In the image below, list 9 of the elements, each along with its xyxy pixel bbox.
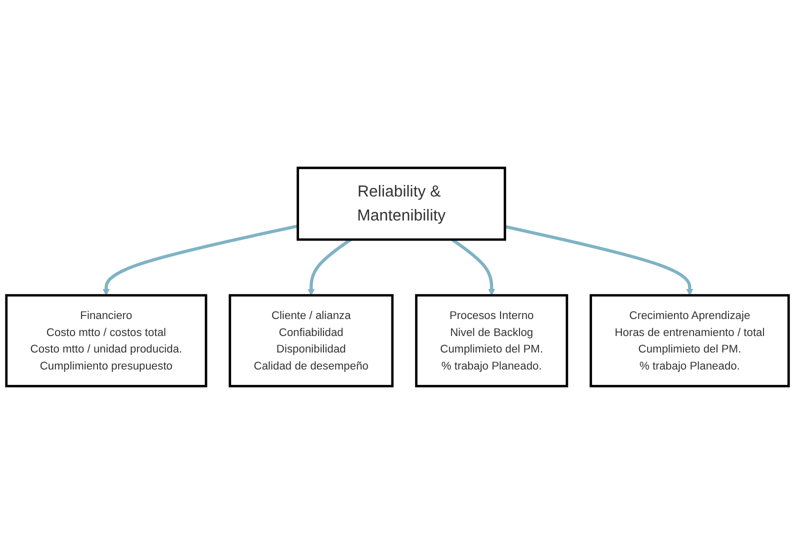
node-box: Reliability & Mantenibility (296, 166, 506, 241)
arrow (308, 238, 352, 296)
node-box: Cliente / alianza Confiabilidad Disponibilidad Calidad de desempeño (228, 294, 394, 388)
arrow (102, 224, 298, 296)
node-box: Financiero Costo mtto / costos total Costo mtto / unidad producida. Cumplimiento presupuesto (5, 294, 208, 388)
arrow (451, 238, 496, 296)
arrow (504, 225, 694, 296)
node-box: Crecimiento Aprendizaje Horas de entrenamiento / total Cumplimieto del PM. % trabajo Planeado. (590, 294, 790, 388)
node-box: Procesos Interno Nivel de Backlog Cumplimieto del PM. % trabajo Planeado. (415, 294, 568, 388)
